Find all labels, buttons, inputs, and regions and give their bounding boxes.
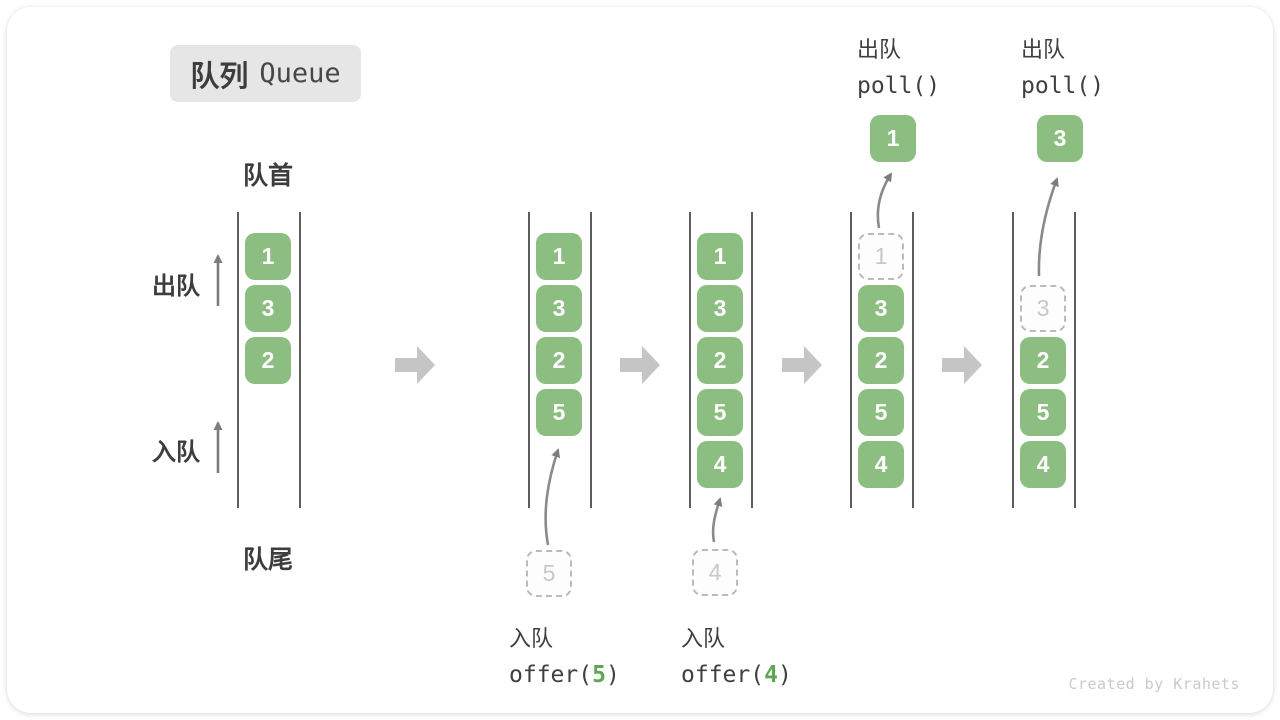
offer-close: ) xyxy=(777,662,792,688)
poll-code: poll() xyxy=(857,73,941,99)
offer-code: offer(5) xyxy=(509,662,620,688)
offer-close: ) xyxy=(605,662,620,688)
queue-wall-right-5 xyxy=(1074,212,1076,508)
queue-item: 5 xyxy=(1020,389,1066,436)
title-zh: 队列 xyxy=(190,60,249,93)
removed-item-placeholder: 3 xyxy=(1020,285,1066,332)
queue-wall-left-2 xyxy=(528,212,530,508)
title-badge: 队列 Queue xyxy=(170,45,361,102)
queue-item: 3 xyxy=(858,285,904,332)
queue-item: 5 xyxy=(536,389,582,436)
incoming-item-placeholder: 5 xyxy=(526,550,572,597)
queue-item: 2 xyxy=(245,337,291,384)
queue-item: 3 xyxy=(536,285,582,332)
queue-wall-left-3 xyxy=(689,212,691,508)
card-background xyxy=(7,7,1273,713)
queue-wall-right-2 xyxy=(590,212,592,508)
queue-wall-left-4 xyxy=(850,212,852,508)
queue-item: 3 xyxy=(697,285,743,332)
queue-wall-left-5 xyxy=(1012,212,1014,508)
queue-wall-right-3 xyxy=(751,212,753,508)
queue-wall-left-1 xyxy=(237,212,239,508)
polled-item: 1 xyxy=(870,115,916,162)
poll-label-zh: 出队 xyxy=(857,37,902,62)
queue-item: 1 xyxy=(697,233,743,280)
queue-item: 2 xyxy=(858,337,904,384)
offer-operation-label-2: 入队 offer(4) xyxy=(681,621,792,688)
offer-arg: 4 xyxy=(764,662,778,688)
queue-wall-right-4 xyxy=(912,212,914,508)
poll-label-zh: 出队 xyxy=(1021,37,1066,62)
queue-item: 1 xyxy=(536,233,582,280)
offer-arg: 5 xyxy=(592,662,606,688)
poll-operation-label-2: 出队 poll() xyxy=(1021,32,1104,99)
poll-operation-label-1: 出队 poll() xyxy=(857,32,940,99)
offer-fn: offer( xyxy=(509,662,593,688)
poll-code: poll() xyxy=(1021,73,1105,99)
queue-item: 1 xyxy=(245,233,291,280)
queue-front-label: 队首 xyxy=(242,162,293,190)
queue-item: 5 xyxy=(697,389,743,436)
removed-item-placeholder: 1 xyxy=(858,233,904,280)
queue-item: 5 xyxy=(858,389,904,436)
enqueue-side-label: 入队 xyxy=(152,439,200,466)
polled-item: 3 xyxy=(1037,115,1083,162)
queue-wall-right-1 xyxy=(299,212,301,508)
queue-item: 2 xyxy=(536,337,582,384)
queue-item: 3 xyxy=(245,285,291,332)
dequeue-side-label: 出队 xyxy=(152,273,200,300)
incoming-item-placeholder: 4 xyxy=(692,549,738,596)
offer-label-zh: 入队 xyxy=(681,626,726,651)
queue-item: 2 xyxy=(1020,337,1066,384)
watermark: Created by Krahets xyxy=(1068,675,1240,693)
queue-item: 4 xyxy=(858,441,904,488)
queue-item: 4 xyxy=(1020,441,1066,488)
queue-item: 4 xyxy=(697,441,743,488)
offer-operation-label-1: 入队 offer(5) xyxy=(509,621,620,688)
offer-label-zh: 入队 xyxy=(509,626,554,651)
offer-code: offer(4) xyxy=(681,662,792,688)
queue-rear-label: 队尾 xyxy=(242,546,293,574)
title-en: Queue xyxy=(259,58,341,89)
offer-fn: offer( xyxy=(681,662,765,688)
queue-item: 2 xyxy=(697,337,743,384)
